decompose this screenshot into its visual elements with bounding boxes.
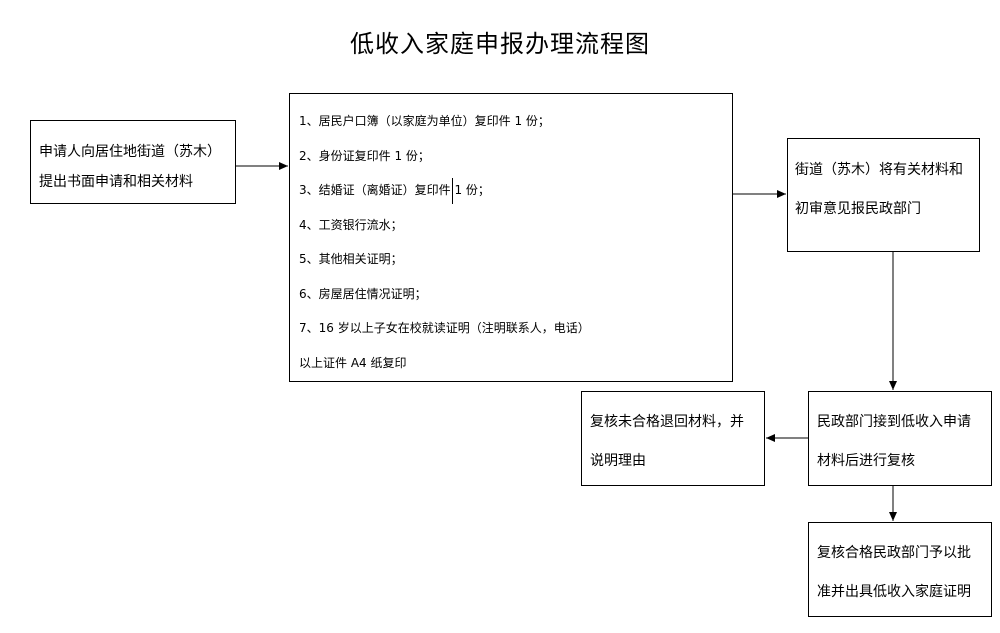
material-item: 1、居民户口簿（以家庭为单位）复印件 1 份； (299, 114, 550, 128)
material-item: 4、工资银行流水； (299, 218, 403, 232)
rejected-box: 复核未合格退回材料，并 说明理由 (581, 391, 765, 486)
rejected-line-1: 复核未合格退回材料，并 (590, 414, 744, 430)
civil-review-line-1: 民政部门接到低收入申请 (817, 414, 971, 430)
approved-line-2: 准并出具低收入家庭证明 (817, 584, 971, 600)
material-note: 以上证件 A4 纸复印 (299, 356, 407, 370)
apply-line-1: 申请人向居住地街道（苏木） (39, 144, 221, 160)
street-line-2: 初审意见报民政部门 (795, 201, 921, 217)
material-item: 2、身份证复印件 1 份； (299, 149, 430, 163)
civil-review-box: 民政部门接到低收入申请 材料后进行复核 (808, 391, 992, 486)
materials-box: 1、居民户口簿（以家庭为单位）复印件 1 份； 2、身份证复印件 1 份； 3、… (289, 93, 733, 382)
street-box: 街道（苏木）将有关材料和 初审意见报民政部门 (787, 138, 980, 252)
apply-box: 申请人向居住地街道（苏木） 提出书面申请和相关材料 (30, 120, 236, 204)
civil-review-line-2: 材料后进行复核 (817, 453, 915, 469)
street-line-1: 街道（苏木）将有关材料和 (795, 162, 963, 178)
material-item: 3、结婚证（离婚证）复印件 1 份； (299, 183, 490, 197)
approved-box: 复核合格民政部门予以批 准并出具低收入家庭证明 (808, 522, 992, 617)
approved-line-1: 复核合格民政部门予以批 (817, 545, 971, 561)
page-title: 低收入家庭申报办理流程图 (350, 30, 650, 58)
material-item: 5、其他相关证明； (299, 252, 403, 266)
material-item: 6、房屋居住情况证明； (299, 287, 427, 301)
apply-line-2: 提出书面申请和相关材料 (39, 174, 193, 190)
material-item: 7、16 岁以上子女在校就读证明（注明联系人，电话） (299, 321, 590, 335)
rejected-line-2: 说明理由 (590, 453, 646, 469)
text-cursor (452, 178, 453, 204)
